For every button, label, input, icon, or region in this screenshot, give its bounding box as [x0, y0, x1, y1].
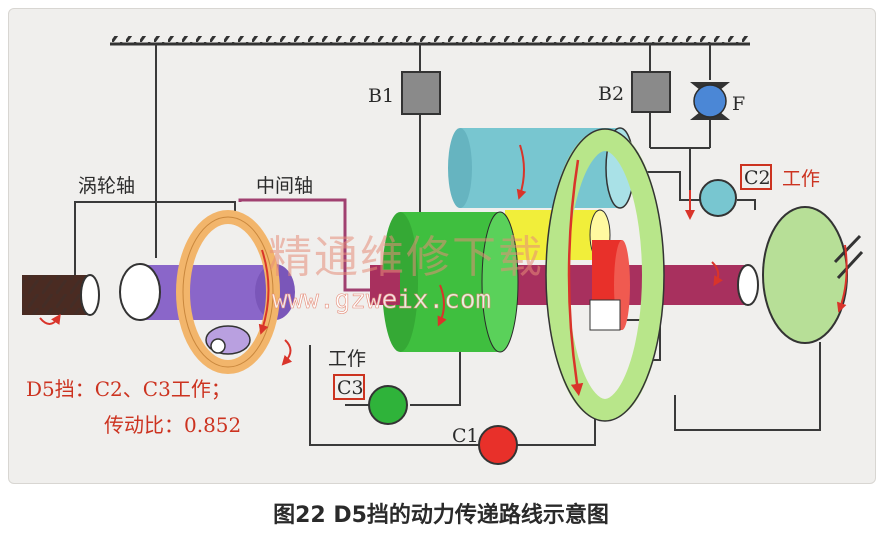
c2-clutch: C2 工作: [685, 164, 820, 220]
c2-work-label: 工作: [782, 168, 820, 190]
f-one-way-clutch: F: [690, 82, 745, 120]
ground-frame: [110, 36, 750, 46]
green-sun-gear: [372, 211, 519, 353]
c1-label: C1: [452, 425, 479, 447]
gear-note-line2: 传动比：0.852: [104, 413, 241, 437]
c3-work-label: 工作: [328, 348, 366, 370]
b1-brake: B1: [368, 71, 441, 115]
b2-label: B2: [598, 83, 624, 105]
c2-label: C2: [744, 167, 771, 189]
rear-ring-gear: [545, 128, 665, 422]
figure-caption: 图22 D5挡的动力传递路线示意图: [273, 502, 609, 528]
b1-label: B1: [368, 85, 394, 107]
c1-clutch: C1: [452, 425, 518, 465]
watermark-cn: 精通维修下载: [268, 232, 544, 283]
gear-note-line1: D5挡：C2、C3工作；: [26, 377, 231, 401]
intermediate-shaft-label: 中间轴: [256, 175, 313, 197]
turbine-shaft-label: 涡轮轴: [78, 175, 135, 197]
red-pinion: [589, 240, 630, 331]
intermediate-shaft-wire: [238, 198, 380, 292]
input-shaft-stub: [22, 274, 100, 325]
f-label: F: [732, 93, 745, 115]
c3-clutch: C3 工作: [328, 348, 408, 425]
front-ring-gear: [176, 210, 293, 374]
output-disc: [762, 206, 864, 344]
c3-label: C3: [337, 377, 364, 399]
b2-brake: B2: [598, 71, 671, 113]
watermark-url: www.gzweix.com: [272, 285, 491, 315]
